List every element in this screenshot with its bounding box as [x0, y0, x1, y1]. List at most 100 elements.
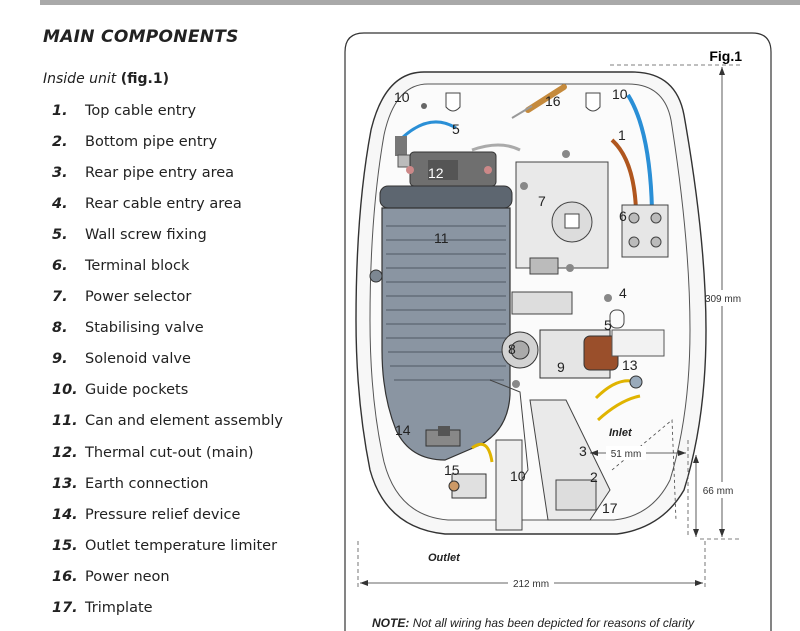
item-label: Outlet temperature limiter [85, 537, 278, 554]
item-label: Top cable entry [85, 103, 197, 119]
item-number: 2. [52, 134, 68, 151]
item-number: 1. [52, 103, 68, 119]
callout-label: 3 [579, 443, 587, 459]
power-neon [525, 84, 567, 113]
figure-title: Fig.1 [709, 48, 742, 64]
list-item: 16.Power neon [52, 567, 283, 598]
selector-spindle [564, 213, 580, 229]
cable-blue [626, 93, 654, 211]
dim-label-bg [700, 290, 746, 306]
terminal-block [621, 204, 669, 258]
screw [604, 294, 612, 302]
list-item: 4. Rear cable entry area [52, 194, 283, 225]
item-label: Can and element assembly [85, 413, 283, 430]
dim-label-bg [697, 482, 739, 498]
callout-label: 2 [590, 469, 598, 485]
can-ribs [386, 225, 506, 381]
item-number: 3. [52, 165, 68, 182]
figure-frame [344, 32, 772, 631]
callout-label: 6 [619, 208, 627, 224]
can-lid [379, 185, 513, 209]
list-item: 14.Pressure relief device [52, 505, 283, 536]
wire-grey [471, 143, 521, 152]
dim-inlet-height-label: 66 mm [703, 486, 734, 497]
list-item: 15.Outlet temperature limiter [52, 536, 283, 567]
callout-label: 10 [394, 89, 410, 105]
list-item: 10.Guide pockets [52, 380, 283, 411]
item-number: 10. [52, 382, 78, 399]
valve-bracket [511, 291, 573, 315]
prd-cap [438, 426, 450, 436]
callout-label: 11 [434, 230, 449, 246]
selector-connector [529, 257, 559, 275]
rating-label [611, 329, 665, 357]
fig1-diagram: Fig.1 309 mm [344, 32, 772, 631]
item-label: Wall screw fixing [85, 227, 207, 244]
item-number: 6. [52, 258, 68, 275]
item-number: 17. [52, 599, 78, 616]
item-number: 11. [52, 413, 78, 430]
terminal-screw [628, 212, 640, 224]
callout-label: 16 [545, 93, 561, 109]
limiter-terminal [448, 480, 460, 492]
page-heading: MAIN COMPONENTS [43, 27, 239, 47]
list-item: 8.Stabilising valve [52, 318, 283, 349]
neon-lead [511, 105, 533, 119]
can-element-assembly [381, 207, 511, 461]
callout-label: 17 [602, 500, 618, 516]
callout-label: 5 [604, 317, 612, 333]
callout-label: 5 [452, 121, 460, 137]
list-item: 17.Trimplate [52, 598, 283, 629]
item-label: Terminal block [85, 258, 190, 275]
subheading-text: Inside unit [43, 71, 117, 87]
wall-screw-fixing [609, 309, 625, 329]
callout-label: 4 [619, 285, 627, 301]
item-number: 9. [52, 351, 68, 368]
outlet-label: Outlet [428, 552, 461, 564]
callout-label: 9 [557, 359, 565, 375]
outlet-pipe [495, 439, 523, 531]
list-item: 2. Bottom pipe entry [52, 132, 283, 163]
item-number: 4. [52, 196, 68, 213]
mount-hole-right [585, 92, 601, 112]
note-label: NOTE: [372, 616, 409, 630]
terminal-screw [628, 236, 640, 248]
dim-inlet-offset-label: 51 mm [611, 449, 642, 460]
list-item: 3. Rear pipe entry area [52, 163, 283, 194]
wire-blue-top [400, 120, 457, 140]
dim-label-bg [606, 446, 646, 460]
item-number: 5. [52, 227, 68, 244]
item-label: Power neon [85, 568, 170, 585]
item-label: Rear pipe entry area [85, 165, 235, 182]
dim-height-label: 309 mm [705, 294, 741, 305]
list-item: 7.Power selector [52, 287, 283, 318]
item-label: Bottom pipe entry [85, 134, 218, 151]
earth-wire-2 [596, 394, 641, 422]
subheading-fig-ref: (fig.1) [120, 71, 169, 87]
callouts: 10 16 10 5 1 12 7 6 11 4 5 8 9 13 14 3 1… [394, 86, 638, 516]
mount-hole-left [445, 92, 461, 112]
inlet-label: Inlet [609, 427, 633, 439]
item-label: Rear cable entry area [85, 196, 242, 213]
callout-label: 1 [618, 127, 626, 143]
figure-note: NOTE: Not all wiring has been depicted f… [372, 616, 695, 630]
item-number: 12. [52, 444, 78, 461]
item-label: Solenoid valve [85, 351, 191, 368]
terminal-screw [650, 212, 662, 224]
screw-fixing [421, 103, 427, 109]
cutout-terminal [406, 166, 414, 174]
top-rule [40, 0, 800, 5]
callout-label: 10 [612, 86, 628, 102]
cutout-terminal [484, 166, 492, 174]
list-item: 9. Solenoid valve [52, 349, 283, 380]
earth-connection [629, 375, 643, 389]
callout-label: 15 [444, 462, 460, 478]
list-item: 12.Thermal cut-out (main) [52, 443, 283, 474]
bottom-pipe-entry [555, 479, 597, 511]
callout-label: 14 [395, 422, 411, 438]
list-item: 1. Top cable entry [52, 101, 283, 132]
connector [395, 136, 407, 156]
item-label: Power selector [85, 289, 192, 306]
components-list: 1. Top cable entry 2. Bottom pipe entry 3.… [52, 101, 283, 629]
note-text: Not all wiring has been depicted for rea… [413, 616, 695, 630]
